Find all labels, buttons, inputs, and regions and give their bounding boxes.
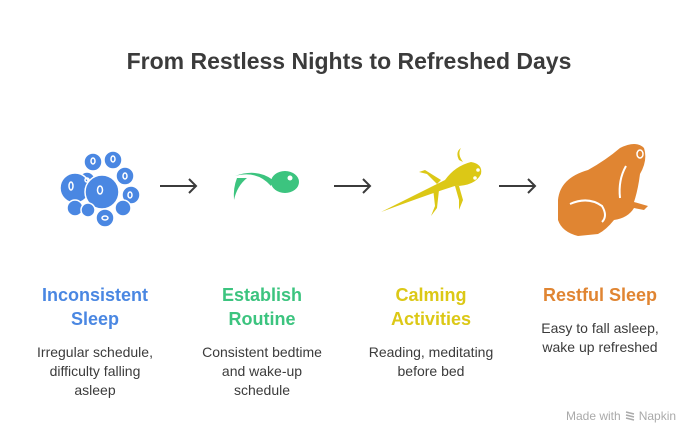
stage-description: Easy to fall asleep, wake up refreshed <box>520 319 680 357</box>
desc-line: asleep <box>74 382 116 398</box>
stage-title-line: Calming <box>395 285 467 305</box>
desc-line: wake up refreshed <box>542 339 658 355</box>
stage-title: Inconsistent Sleep <box>15 283 175 331</box>
stage-title: Restful Sleep <box>520 283 680 307</box>
desc-line: Consistent bedtime <box>202 344 322 360</box>
stage-establish-routine: Establish Routine Consistent bedtime and… <box>182 283 342 400</box>
desc-line: Irregular schedule, <box>37 344 153 360</box>
stage-inconsistent-sleep: Inconsistent Sleep Irregular schedule, d… <box>15 283 175 400</box>
desc-line: difficulty falling <box>49 363 141 379</box>
desc-line: before bed <box>397 363 465 379</box>
napkin-brand: Napkin <box>638 409 677 423</box>
stage-restful-sleep: Restful Sleep Easy to fall asleep, wake … <box>520 283 680 357</box>
desc-line: and wake-up <box>221 363 303 379</box>
stage-title-line: Restful Sleep <box>542 285 658 305</box>
froglet-icon <box>381 148 482 216</box>
stage-title-line: Routine <box>228 309 296 329</box>
desc-line: Reading, meditating <box>368 344 494 360</box>
desc-line: Easy to fall asleep, <box>541 320 659 336</box>
desc-line: schedule <box>233 382 291 398</box>
stage-description: Irregular schedule, difficulty falling a… <box>15 343 175 400</box>
frog-eggs-icon <box>59 150 141 228</box>
made-with-napkin: Made with Napkin <box>566 409 676 423</box>
frog-icon <box>558 144 648 236</box>
arrow-right-icon <box>334 178 372 194</box>
made-with-label: Made with <box>566 409 621 423</box>
stage-title-line: Activities <box>390 309 472 329</box>
stage-title-line: Sleep <box>70 309 120 329</box>
stage-title-line: Establish <box>221 285 303 305</box>
stage-title-line: Inconsistent <box>41 285 148 305</box>
stage-description: Consistent bedtime and wake-up schedule <box>182 343 342 400</box>
diagram-title: From Restless Nights to Refreshed Days <box>126 48 572 74</box>
arrow-right-icon <box>499 178 537 194</box>
stage-calming-activities: Calming Activities Reading, meditating b… <box>351 283 511 381</box>
stage-description: Reading, meditating before bed <box>351 343 511 381</box>
arrow-right-icon <box>160 178 198 194</box>
tadpole-icon <box>233 171 299 200</box>
napkin-logo-icon <box>625 411 634 421</box>
stage-title: Calming Activities <box>351 283 511 331</box>
stage-title: Establish Routine <box>182 283 342 331</box>
